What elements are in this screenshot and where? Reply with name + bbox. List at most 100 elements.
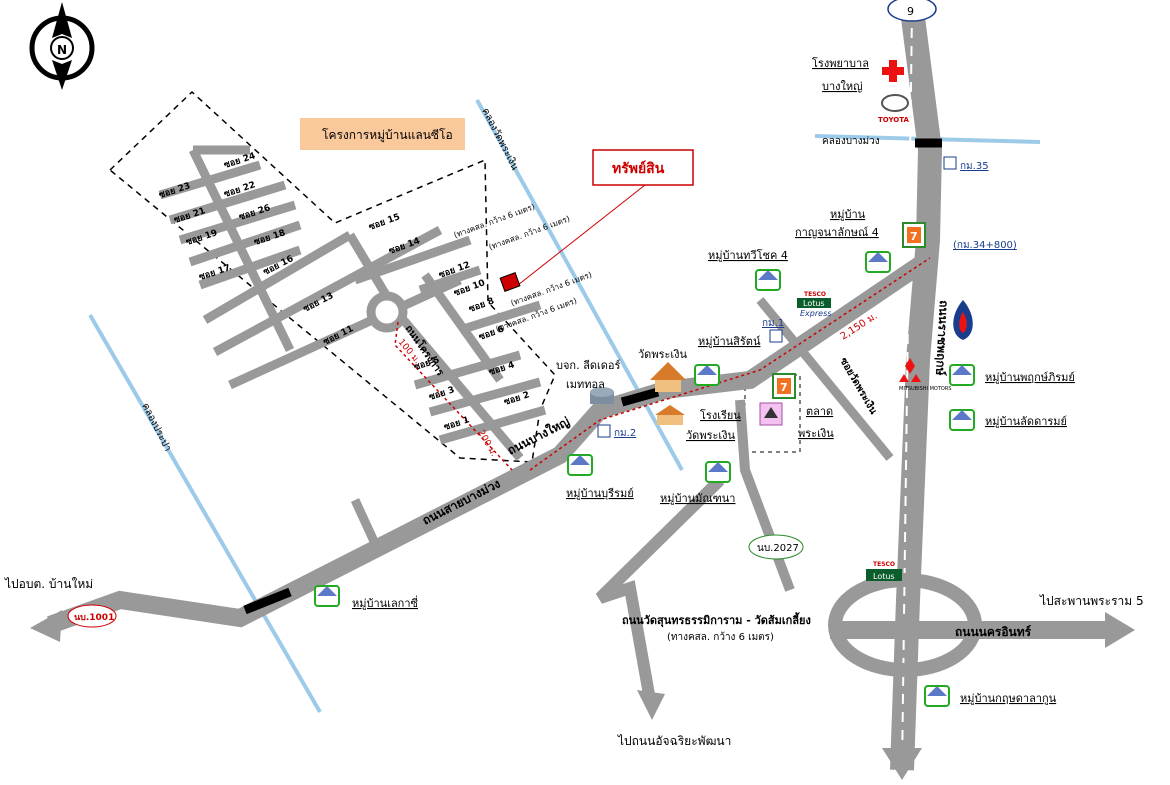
svg-text:Lotus: Lotus	[803, 299, 825, 308]
canal-prapa	[88, 313, 322, 714]
route-to-property	[529, 257, 931, 471]
svg-text:หมู่บ้านทวีโชค 4: หมู่บ้านทวีโชค 4	[708, 248, 788, 262]
km1-label: กม.1	[762, 318, 784, 329]
project-title: โครงการหมู่บ้านแลนซีโอ	[322, 128, 453, 143]
canal-wat-phra-ngoen	[475, 99, 684, 471]
svg-text:ซอย 23: ซอย 23	[158, 181, 192, 201]
temple-icon	[650, 362, 686, 392]
toyota-logo	[881, 94, 909, 112]
tesco-lotus-express-icon: TESCO Lotus Express	[797, 291, 831, 318]
svg-text:MITSUBISHI MOTORS: MITSUBISHI MOTORS	[899, 386, 951, 392]
highway-badge-text: 9	[907, 5, 914, 18]
svg-text:TOYOTA: TOYOTA	[878, 116, 909, 124]
svg-text:ซอย 21: ซอย 21	[173, 206, 207, 226]
svg-text:หมู่บ้านกฤษดาลากูน: หมู่บ้านกฤษดาลากูน	[960, 692, 1057, 705]
property-pointer	[517, 184, 646, 286]
road-soi-phra-ngoen	[756, 297, 894, 461]
property-marker	[499, 272, 521, 292]
svg-text:หมู่บ้านพฤกษ์ภิรมย์: หมู่บ้านพฤกษ์ภิรมย์	[985, 371, 1075, 384]
property-label-box	[592, 149, 694, 186]
village-icon	[567, 454, 593, 476]
road-sai-bang-muang	[46, 250, 936, 634]
svg-text:บจก. ลีดเดอร์: บจก. ลีดเดอร์	[556, 359, 620, 372]
svg-text:กาญจนาลักษณ์ 4: กาญจนาลักษณ์ 4	[795, 226, 879, 239]
road-achariya	[595, 475, 725, 702]
canal-label-prapa: คลองประปา	[139, 401, 173, 453]
road-label-wat-sun: ถนนวัดสุนทรธรรมิการาม - วัดส้มเกลี้ยง	[622, 612, 811, 628]
village-icon	[924, 685, 950, 707]
seven-eleven-icon: 7	[902, 222, 926, 248]
km-marker-icon	[769, 329, 783, 343]
village-icon	[694, 364, 720, 386]
mitsubishi-logo: MITSUBISHI MOTORS	[899, 358, 951, 392]
km-marker-icon	[597, 424, 611, 438]
village-icon	[705, 461, 731, 483]
village-icon	[865, 251, 891, 273]
seven-eleven-icon: 7	[772, 373, 796, 399]
road-label-wat-sun-width: (ทางคสล. กว้าง 6 เมตร)	[667, 631, 774, 643]
road-achariya-arrow	[637, 690, 665, 720]
svg-text:พระเงิน: พระเงิน	[798, 427, 834, 440]
svg-text:7: 7	[780, 381, 788, 394]
route-2027-badge	[748, 534, 804, 560]
route-1001-badge	[67, 604, 117, 628]
svg-text:หมู่บ้านบุรีรมย์: หมู่บ้านบุรีรมย์	[566, 487, 634, 500]
village-icon	[949, 364, 975, 386]
svg-text:หมู่บ้านมัณฑนา: หมู่บ้านมัณฑนา	[660, 492, 735, 505]
project-title-box	[300, 118, 465, 150]
hospital-name-2: บางใหญ่	[822, 80, 863, 93]
svg-text:TESCO: TESCO	[804, 291, 826, 298]
market-boundary	[744, 374, 801, 453]
dest-bang-yai: ไปอบต. บ้านใหม่	[4, 577, 93, 591]
hospital-name-1: โรงพยาบาล	[812, 56, 869, 70]
svg-text:ซอย 15: ซอย 15	[368, 212, 402, 232]
km2-label: กม.2	[614, 428, 636, 439]
village-icon	[755, 269, 781, 291]
road-label-sai-bang-muang: ถนนสายบางม่วง	[420, 476, 503, 527]
svg-text:ตลาด: ตลาด	[806, 405, 833, 418]
tesco-lotus-icon: TESCO Lotus	[866, 561, 902, 581]
highway-badge	[887, 0, 937, 22]
compass: N	[29, 2, 95, 90]
svg-text:7: 7	[910, 230, 918, 243]
market-icon	[759, 402, 783, 426]
svg-text:หมู่บ้านสิรัตน์: หมู่บ้านสิรัตน์	[698, 335, 761, 348]
road-label-nakhon-in: ถนนนครอินทร์	[955, 625, 1032, 639]
dest-rama5: ไปสะพานพระราม 5	[1039, 594, 1144, 608]
project-boundary	[108, 90, 556, 463]
svg-text:โรงเรียน: โรงเรียน	[700, 408, 741, 422]
bridges	[243, 138, 942, 615]
svg-text:หมู่บ้าน: หมู่บ้าน	[830, 208, 866, 221]
svg-text:Lotus: Lotus	[873, 572, 895, 581]
svg-text:วัดพระเงิน: วัดพระเงิน	[686, 429, 736, 442]
compass-north-letter: N	[57, 43, 67, 57]
svg-text:หมู่บ้านเลกาซี่: หมู่บ้านเลกาซี่	[352, 595, 419, 610]
village-icon	[949, 409, 975, 431]
svg-text:ซอย 11: ซอย 11	[322, 324, 355, 348]
svg-text:TESCO: TESCO	[873, 561, 895, 568]
road-rama5-arrow	[1105, 612, 1135, 648]
roads	[30, 8, 1135, 780]
svg-text:Express: Express	[800, 309, 831, 318]
canal-label-bang-muang: คลองบางม่วง	[822, 136, 880, 147]
road-wat-sun	[735, 399, 795, 592]
school-icon	[655, 405, 685, 425]
gas-station-icon	[953, 300, 973, 340]
dest-achariya: ไปถนนอัจฉริยะพัฒนา	[617, 734, 731, 748]
village-icon	[314, 585, 340, 607]
svg-text:วัดพระเงิน: วัดพระเงิน	[638, 348, 688, 361]
road-lekasi-branch	[350, 498, 383, 552]
svg-text:ซอย 3: ซอย 3	[428, 385, 456, 403]
svg-text:หมู่บ้านลัดดารมย์: หมู่บ้านลัดดารมย์	[985, 415, 1067, 428]
km-marker-icon	[943, 156, 957, 170]
svg-text:ซอย 8: ซอย 8	[468, 296, 496, 314]
km34-label: (กม.34+800)	[953, 240, 1017, 251]
road-highway-arrow	[882, 748, 922, 780]
road-bang-yai-arrow	[30, 610, 62, 642]
svg-text:เมททอล: เมททอล	[566, 378, 605, 391]
interchange-loop	[828, 573, 982, 677]
highway-centerline	[901, 9, 913, 771]
road-label-ratchaphruek: ถนนราชพฤกษ์	[933, 300, 951, 376]
svg-text:นบ.1001: นบ.1001	[74, 613, 114, 623]
